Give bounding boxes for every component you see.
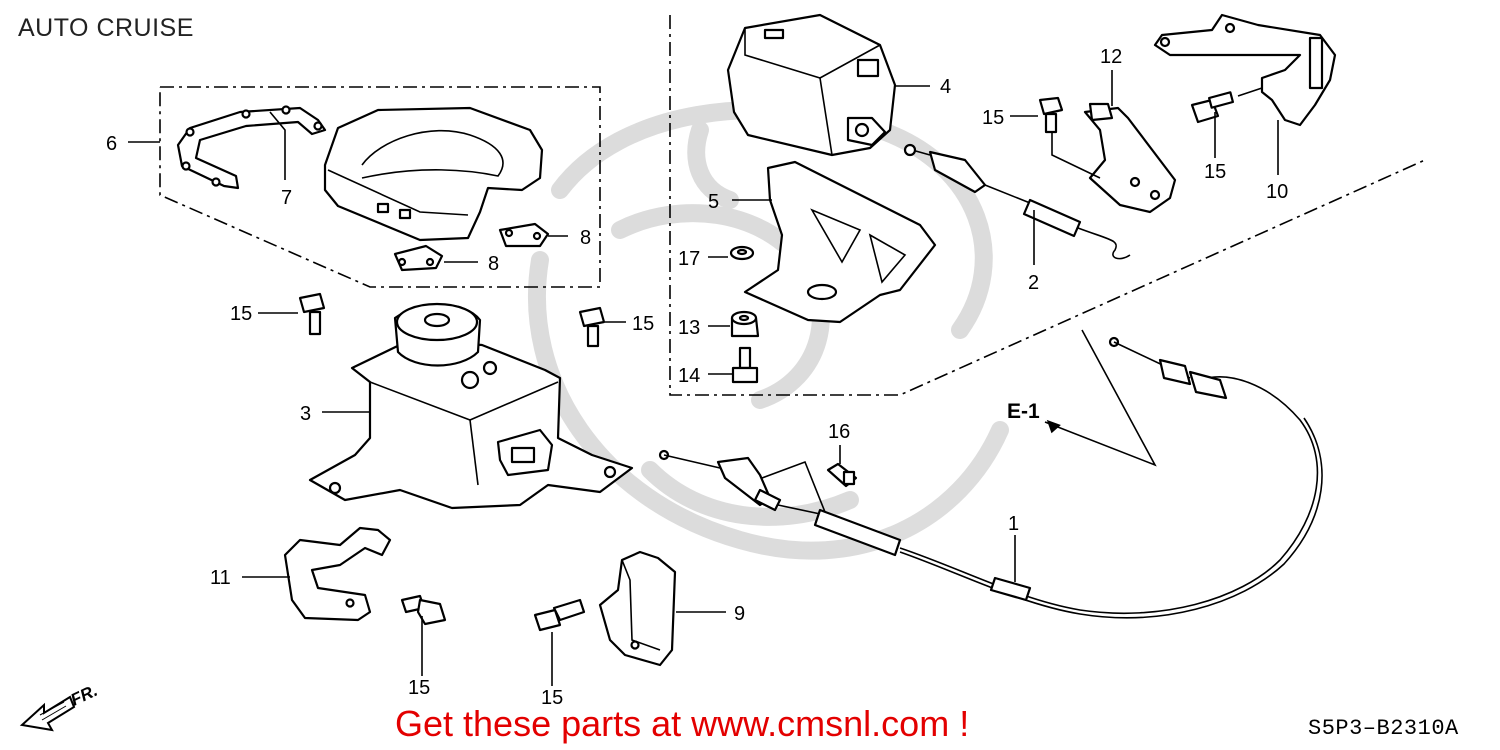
callout-4[interactable]: 4: [940, 76, 951, 98]
callout-15-upper-center[interactable]: 15: [982, 107, 1004, 129]
diagram-code: S5P3–B2310A: [1308, 716, 1459, 741]
callout-2[interactable]: 2: [1028, 272, 1039, 294]
callout-12[interactable]: 12: [1100, 46, 1122, 68]
leader-lines: [128, 70, 1279, 686]
callout-16[interactable]: 16: [828, 421, 850, 443]
callout-3[interactable]: 3: [300, 403, 311, 425]
diagram-title: AUTO CRUISE: [18, 14, 194, 42]
callout-17[interactable]: 17: [678, 248, 700, 270]
callout-5[interactable]: 5: [708, 191, 719, 213]
part-15-bolt-mid: [578, 306, 606, 348]
part-11-bracket: [283, 526, 392, 622]
part-8-clip-lower: [393, 244, 444, 272]
part-16-screw: [826, 462, 858, 488]
front-direction-arrow: FR.: [19, 681, 101, 732]
callout-13[interactable]: 13: [678, 317, 700, 339]
callout-8-lower[interactable]: 8: [488, 253, 499, 275]
promo-link[interactable]: Get these parts at www.cmsnl.com !: [395, 703, 970, 744]
callout-1[interactable]: 1: [1008, 513, 1019, 535]
part-13-grommet: [730, 310, 760, 338]
part-14-bolt: [731, 346, 759, 384]
callout-15-upper-right[interactable]: 15: [1204, 161, 1226, 183]
part-3-actuator: [308, 302, 634, 510]
part-10-bracket: [1153, 13, 1337, 127]
cover: [323, 106, 544, 242]
part-8-clip-upper: [498, 222, 550, 248]
part-2-cable: [903, 143, 1131, 260]
callout-14[interactable]: 14: [678, 365, 700, 387]
part-9-bracket: [598, 550, 677, 667]
part-15-bolt-bottom-mid: [533, 598, 586, 632]
callout-8-upper[interactable]: 8: [580, 227, 591, 249]
callout-15-mid[interactable]: 15: [632, 313, 654, 335]
part-5-bracket: [743, 160, 937, 324]
part-12-cable-bracket: [1083, 102, 1177, 214]
part-17-washer: [729, 245, 755, 261]
part-15-bolt-bottom-left: [400, 594, 447, 626]
group-box-cover-assy: [159, 86, 601, 288]
callout-15-bottom-left[interactable]: 15: [408, 677, 430, 699]
callout-9[interactable]: 9: [734, 603, 745, 625]
part-15-bolt-upper-right: [1190, 91, 1235, 124]
part-4-control-unit: [726, 13, 897, 157]
section-ref-label: E-1: [1007, 400, 1040, 423]
callout-15-bottom-mid[interactable]: 15: [541, 687, 563, 709]
part-15-bolt-upper-center: [1038, 96, 1064, 134]
part-7-frame-bracket: [176, 105, 327, 190]
callout-15-left[interactable]: 15: [230, 303, 252, 325]
callout-7[interactable]: 7: [281, 187, 292, 209]
part-1-cable: [658, 336, 1323, 619]
callout-6[interactable]: 6: [106, 133, 117, 155]
callout-10[interactable]: 10: [1266, 181, 1288, 203]
callout-labels: 1 2 3 4 5 6 7 8 8 9 10 11 12 13 14 15 15…: [106, 46, 1288, 709]
part-15-bolt-left: [298, 292, 326, 336]
group-box-actuator: [669, 15, 1426, 396]
section-ref-arrow[interactable]: E-1: [1007, 329, 1157, 467]
callout-11[interactable]: 11: [210, 567, 231, 589]
